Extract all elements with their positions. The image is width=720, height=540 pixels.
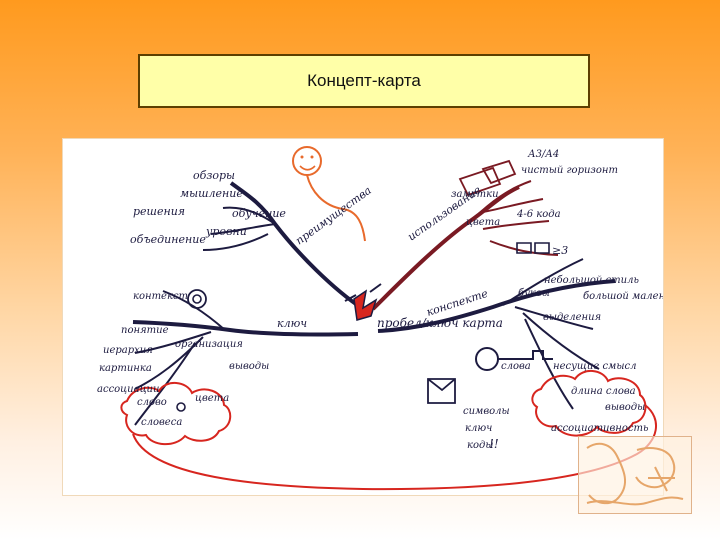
slide-title: Концепт-карта [307, 71, 421, 90]
left-label-9: цвета [195, 393, 229, 404]
sub-branch-left-2 [134, 331, 212, 354]
right-label-8: ассоциативность [551, 423, 648, 434]
smiley-eye-right-icon [310, 155, 314, 159]
tr-label-1: А3/А4 [527, 149, 559, 160]
left-label-7: ассоциации [97, 384, 159, 395]
left-label-1: понятие [121, 325, 169, 336]
right-label-6: длина слова [571, 386, 636, 397]
tr-label-3: цвета [466, 217, 500, 228]
left-label-0: контекст [133, 291, 188, 302]
left-key-circle-icon [176, 402, 186, 412]
tr-label-5: ≥3 [552, 244, 568, 257]
branch-top-right [371, 185, 520, 311]
concept-map-drawing: пробел/ключ картa преимущества использов… [97, 146, 664, 491]
right-label-10: ключ [465, 423, 492, 434]
smiley-connector [306, 174, 366, 242]
corner-wave-icon [586, 496, 684, 506]
corner-cross-icon [648, 466, 675, 492]
branch-top-left [229, 181, 365, 311]
right-label-7: выводы [605, 402, 645, 413]
tl-label-4: объединение [130, 233, 206, 246]
sub-branch-tr-2 [482, 198, 544, 213]
center-flame-icon [353, 289, 378, 321]
left-label-3: иерархия [103, 345, 153, 356]
smiley-eye-left-icon [300, 155, 304, 159]
sub-branch-left-4 [134, 342, 196, 426]
sketch-doodle-icon [586, 442, 684, 506]
concept-map-image: пробел/ключ картa преимущества использов… [62, 138, 664, 496]
branch-right [377, 279, 616, 333]
left-label-8: слово [137, 397, 167, 408]
sub-branch-tr-4 [489, 240, 559, 256]
left-cloud-bubble [120, 382, 232, 446]
right-label-1: небольшой стиль [544, 275, 639, 286]
smiley-face-icon [292, 146, 322, 176]
slide-title-box: Концепт-карта [138, 54, 590, 108]
right-label-0: буквы [518, 288, 550, 299]
left-label-6: словеса [141, 417, 182, 428]
tl-label-2: обучение [232, 207, 286, 220]
right-label-12: коды [467, 440, 493, 451]
key-shaft-icon [498, 350, 553, 360]
right-label-11: !! [489, 437, 499, 451]
corner-swirl-1 [586, 442, 627, 505]
sub-branch-tr-1 [472, 180, 532, 220]
center-spark-icon [344, 283, 382, 302]
sub-branch-tl-3 [202, 233, 269, 251]
branch-left [132, 320, 359, 337]
key-head-icon [475, 347, 499, 371]
envelope-flap-icon [427, 378, 456, 392]
small-box-icon [516, 242, 532, 254]
tl-label-3: решения [133, 205, 185, 218]
tr-label-0: заметки [451, 189, 499, 200]
sub-branch-tr-3 [482, 220, 550, 230]
smiley-mouth-icon [299, 165, 316, 171]
sub-branch-right-1 [502, 258, 584, 306]
paper-sheet-icon [458, 166, 502, 197]
tr-label-2: чистый горизонт [521, 165, 618, 176]
right-label-2: большой маленький [583, 291, 664, 302]
right-label-9: символы [463, 406, 510, 417]
sub-branch-tl-2 [210, 223, 276, 235]
left-label-2: организация [175, 339, 243, 350]
branch-label-right: конспекте [425, 287, 490, 319]
right-label-3: выделения [543, 312, 601, 323]
left-label-5: картинка [99, 363, 152, 374]
branch-label-left: ключ [277, 317, 307, 330]
small-box-2-icon [534, 242, 550, 254]
tr-label-4: 4-6 кода [516, 209, 561, 220]
spiral-inner-icon [192, 294, 202, 304]
right-label-4: слова [501, 361, 531, 372]
corner-swirl-2 [635, 447, 676, 489]
spiral-icon [187, 289, 207, 309]
sub-branch-right-3 [522, 312, 600, 370]
branch-label-top-left: преимущества [293, 184, 374, 248]
tl-label-1: мышление [180, 187, 243, 200]
left-label-4: выводы [229, 361, 269, 372]
right-label-5: несущие смысл [553, 361, 636, 372]
tl-label-0: обзоры [193, 169, 235, 182]
sub-branch-left-3 [134, 336, 204, 390]
center-label: пробел/ключ картa [377, 316, 503, 330]
sub-branch-right-2 [514, 306, 594, 330]
paper-sheet-back-icon [481, 159, 517, 185]
sub-branch-tl-1 [222, 206, 276, 225]
corner-doodle-panel [578, 436, 692, 514]
tl-label-5: уровни [205, 225, 247, 238]
envelope-icon [427, 378, 456, 404]
sub-branch-right-4 [524, 318, 574, 410]
right-cloud-bubble [531, 370, 647, 437]
